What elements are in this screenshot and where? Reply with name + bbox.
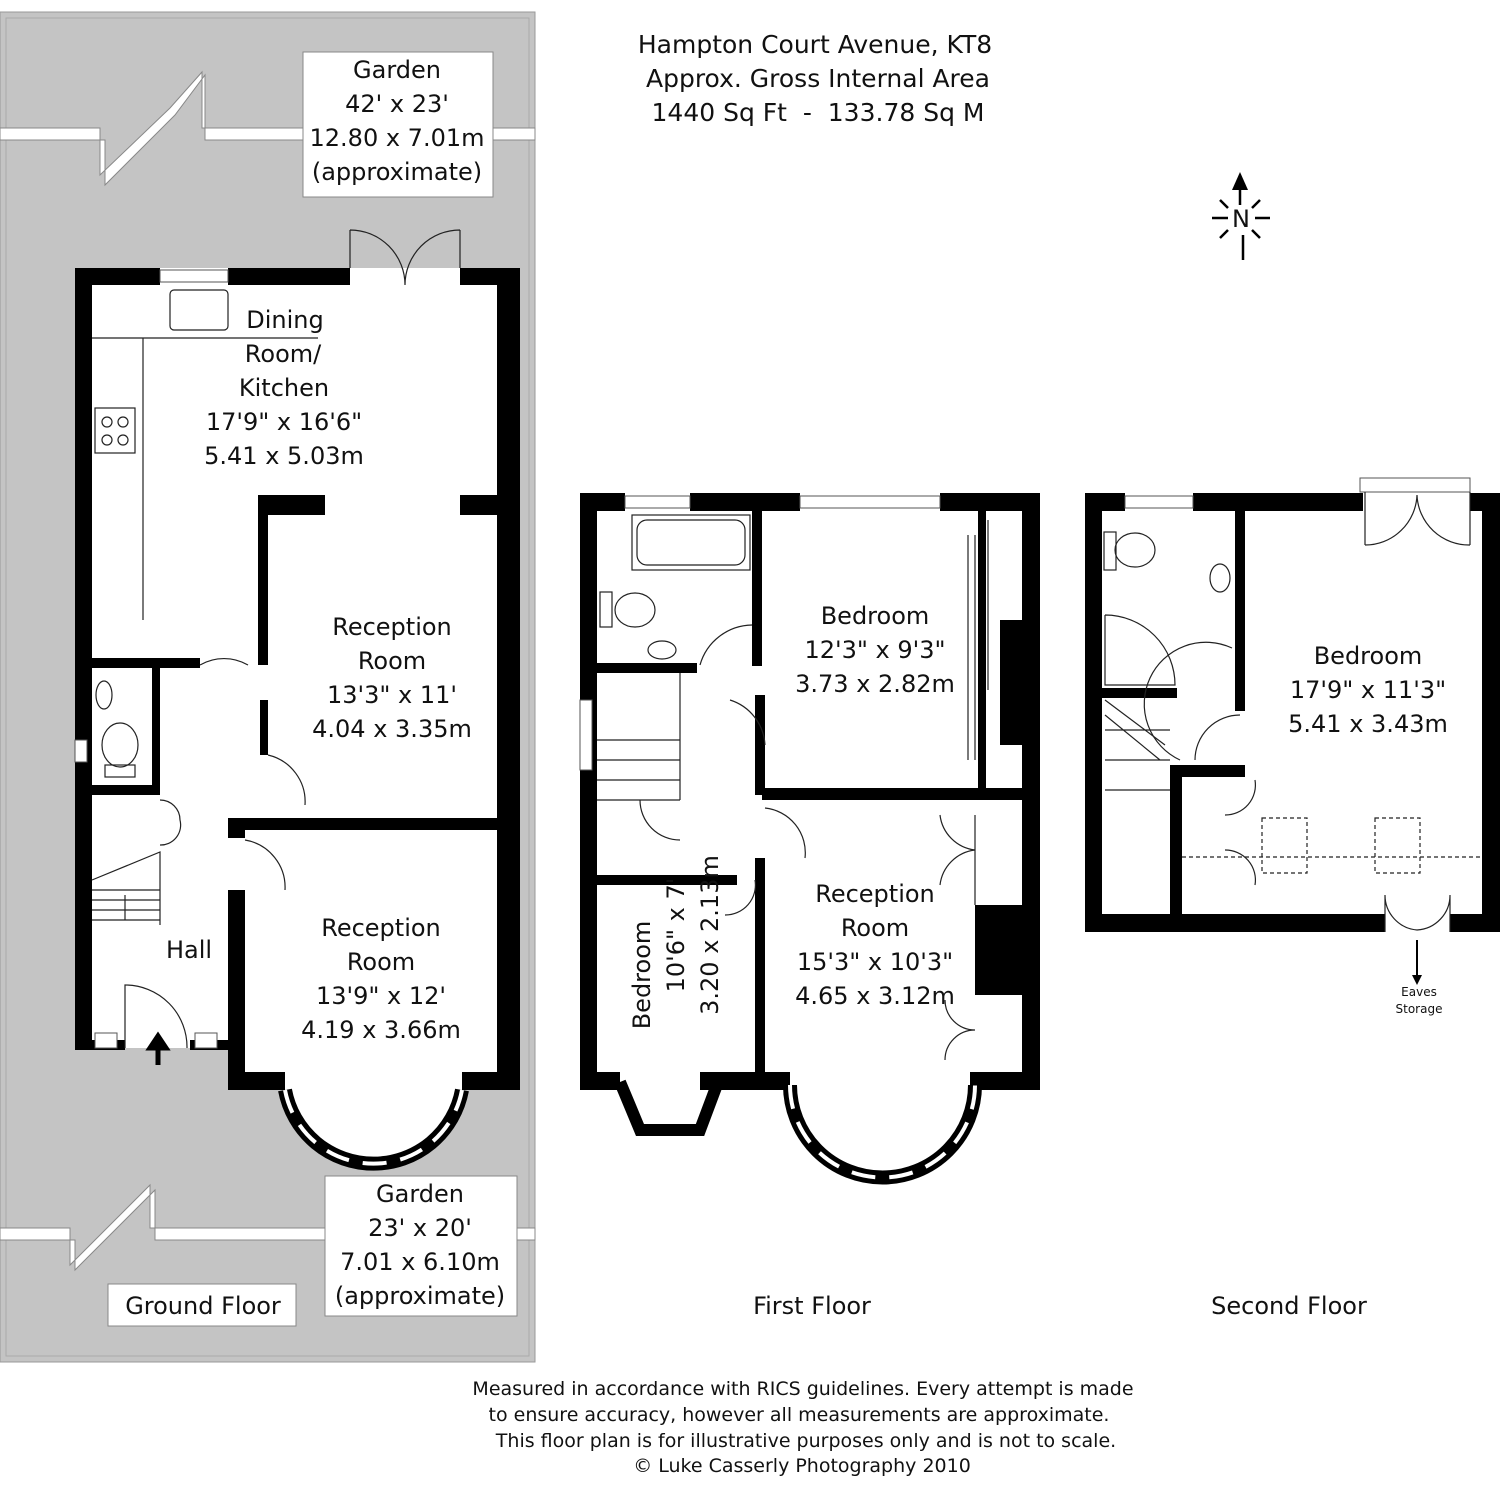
first-floor-title: First Floor [753,1292,871,1320]
garden-rear-note: (approximate) [312,158,482,186]
ff-small-bedroom-metric: 3.20 x 2.13m [696,855,724,1015]
second-floor-plan [1085,477,1500,985]
kitchen-imperial: 17'9" x 16'6" [206,408,362,436]
reception-rear-line2: Room [358,647,426,675]
area-label: Approx. Gross Internal Area [646,64,990,93]
sf-bedroom-name: Bedroom [1314,642,1423,670]
eaves-line2: Storage [1396,1002,1443,1016]
first-floor-plan [579,493,1040,1185]
garden-front-note: (approximate) [335,1282,505,1310]
ff-reception-imperial: 15'3" x 10'3" [797,948,953,976]
reception-front-metric: 4.19 x 3.66m [301,1016,461,1044]
ff-bedroom-name: Bedroom [821,602,930,630]
ff-bedroom-metric: 3.73 x 2.82m [795,670,955,698]
reception-rear-metric: 4.04 x 3.35m [312,715,472,743]
garden-rear-metric: 12.80 x 7.01m [310,124,485,152]
kitchen-line3: Kitchen [239,374,329,402]
north-compass-icon: N [1212,172,1270,260]
ground-floor-title: Ground Floor [125,1292,281,1320]
property-address: Hampton Court Avenue, KT8 [638,30,992,59]
hall-label: Hall [166,936,212,964]
reception-front-line1: Reception [321,914,441,942]
compass-label: N [1232,205,1250,233]
reception-front-line2: Room [347,948,415,976]
kitchen-line1: Dining [246,306,323,334]
reception-front-imperial: 13'9" x 12' [316,982,446,1010]
area-value: 1440 Sq Ft - 133.78 Sq M [652,98,985,127]
garden-front-metric: 7.01 x 6.10m [340,1248,500,1276]
reception-rear-line1: Reception [332,613,452,641]
ff-small-bedroom-imperial: 10'6" x 7' [662,878,690,993]
eaves-line1: Eaves [1401,985,1437,999]
ff-bedroom-imperial: 12'3" x 9'3" [804,636,945,664]
ff-reception-metric: 4.65 x 3.12m [795,982,955,1010]
sf-bedroom-imperial: 17'9" x 11'3" [1290,676,1446,704]
disclaimer-line3: This floor plan is for illustrative purp… [495,1430,1116,1452]
garden-rear-name: Garden [353,56,441,84]
disclaimer-line1: Measured in accordance with RICS guideli… [472,1378,1133,1400]
garden-front-imperial: 23' x 20' [368,1214,472,1242]
disclaimer-line2: to ensure accuracy, however all measurem… [489,1404,1110,1426]
reception-rear-imperial: 13'3" x 11' [327,681,457,709]
kitchen-metric: 5.41 x 5.03m [204,442,364,470]
kitchen-line2: Room/ [245,340,322,368]
ff-reception-line1: Reception [815,880,935,908]
sf-bedroom-metric: 5.41 x 3.43m [1288,710,1448,738]
copyright: © Luke Casserly Photography 2010 [633,1455,971,1477]
second-floor-title: Second Floor [1211,1292,1367,1320]
ff-small-bedroom-name: Bedroom [628,921,656,1030]
ff-reception-line2: Room [841,914,909,942]
ground-floor-plan [74,229,520,1171]
garden-front-name: Garden [376,1180,464,1208]
garden-rear-imperial: 42' x 23' [345,90,449,118]
